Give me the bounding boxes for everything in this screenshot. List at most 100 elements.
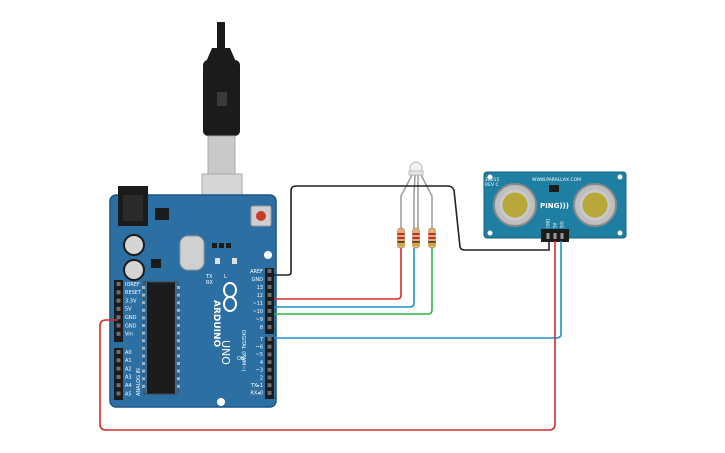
header-pin[interactable]: [116, 383, 121, 388]
chip-pin: [142, 286, 145, 289]
pin-label: ~5: [256, 352, 263, 358]
resistor: [412, 227, 420, 249]
chip-socket: [143, 281, 179, 395]
icsp-header: [212, 243, 231, 248]
digital-label-group: DIGITAL (PWM~): [240, 330, 246, 372]
resistors: [397, 227, 436, 249]
chip-pin: [142, 354, 145, 358]
chip-pin: [177, 308, 180, 312]
header-pin[interactable]: [116, 306, 121, 311]
sensor-mount-hole: [487, 230, 493, 236]
resistor-band: [428, 233, 436, 235]
header-pin[interactable]: [267, 337, 272, 341]
power-header: [114, 280, 123, 342]
header-pin[interactable]: [116, 282, 121, 286]
wire-black-gnd[interactable]: [274, 185, 550, 276]
pin-label: 12: [257, 293, 263, 299]
chip-pin: [142, 384, 145, 388]
header-pin[interactable]: [267, 344, 272, 349]
pin-label: TX▸1: [250, 383, 263, 389]
header-pin[interactable]: [267, 352, 272, 357]
transducer-left-mesh: [499, 189, 531, 221]
wire-green-pin9[interactable]: [274, 248, 433, 315]
power-label-group: POWER: [104, 329, 110, 348]
header-pin[interactable]: [267, 360, 272, 365]
chip-pin: [177, 346, 180, 350]
header-pin[interactable]: [267, 293, 272, 297]
voltage-regulator: [155, 208, 169, 220]
sensor-pin-label-group: 5V: [553, 222, 558, 228]
sensor-pin[interactable]: [553, 233, 557, 239]
wire-blue-pin7-sig[interactable]: [274, 241, 562, 339]
tx-label: TX: [205, 274, 213, 280]
chip-pin: [142, 316, 145, 320]
sensor-pin[interactable]: [546, 233, 550, 239]
header-pin[interactable]: [267, 269, 272, 273]
arduino-logo: ARDUINO: [211, 300, 221, 348]
analog-header: [114, 348, 123, 400]
header-pin[interactable]: [267, 390, 272, 395]
header-pin[interactable]: [267, 277, 272, 281]
resistor-band: [412, 241, 420, 243]
l-label: L: [224, 274, 227, 280]
usb-plug-metal: [207, 135, 236, 175]
resistor-band: [428, 237, 436, 239]
sensor-pin-label-group: GND: [546, 219, 551, 228]
chip-pin: [177, 331, 180, 335]
sensor-rev: REV C: [485, 182, 499, 188]
pin-label: 3.3V: [125, 298, 137, 304]
header-pin[interactable]: [267, 383, 272, 388]
header-pin[interactable]: [116, 290, 121, 295]
rgb-led-dome: [409, 161, 423, 173]
header-pin[interactable]: [267, 317, 272, 321]
header-pin[interactable]: [267, 375, 272, 380]
header-pin[interactable]: [267, 367, 272, 372]
header-pin[interactable]: [116, 374, 121, 379]
chip-pin: [142, 362, 145, 365]
sensor-pin[interactable]: [560, 233, 564, 239]
pin-label: ~11: [252, 301, 263, 307]
mounting-hole: [217, 398, 225, 406]
header-pin[interactable]: [116, 391, 121, 396]
header-pin[interactable]: [116, 298, 121, 303]
capacitor: [123, 259, 145, 281]
pin-label: AREF: [250, 269, 263, 275]
header-pin[interactable]: [267, 285, 272, 289]
pin-holes: [116, 269, 272, 396]
header-pin[interactable]: [116, 366, 121, 371]
analog-label: ANALOG IN: [136, 368, 142, 396]
header-pin[interactable]: [267, 301, 272, 305]
led-leg: [413, 174, 416, 230]
header-pin[interactable]: [116, 350, 121, 354]
analog-label-group: ANALOG IN: [136, 368, 142, 396]
pin-label: A4: [125, 383, 132, 389]
chip-pin: [142, 331, 145, 335]
header-pin[interactable]: [267, 309, 272, 313]
reset-button-cap[interactable]: [256, 211, 266, 221]
arduino-board: TX RX L ON ARDUINO UNO DIGITAL (PWM~) PO…: [104, 186, 277, 408]
sensor-pin-label-group: SIG: [560, 221, 565, 228]
resistor-band: [428, 241, 436, 243]
chip-pin: [177, 293, 180, 297]
chip-pin: [177, 384, 180, 388]
sensor-pin-label: 5V: [553, 222, 558, 228]
chip-pin: [177, 377, 180, 381]
sensor-part: 28015: [485, 177, 499, 183]
resistor-band: [428, 244, 436, 246]
chip-pin: [142, 339, 145, 343]
header-pin[interactable]: [267, 325, 272, 329]
header-pin[interactable]: [116, 315, 121, 320]
wire-red-5v[interactable]: [99, 241, 556, 431]
resistor-band: [397, 241, 405, 243]
power-jack-inner: [123, 195, 143, 221]
wire-blue-pin10[interactable]: [274, 248, 415, 308]
chip-pin: [142, 346, 145, 350]
header-pin[interactable]: [116, 323, 121, 328]
header-pin[interactable]: [116, 331, 121, 336]
capacitor: [123, 234, 145, 256]
header-pin[interactable]: [116, 358, 121, 363]
chip-pins: [142, 286, 180, 388]
wire-red-pin11[interactable]: [274, 248, 402, 300]
chip-pin: [177, 362, 180, 365]
